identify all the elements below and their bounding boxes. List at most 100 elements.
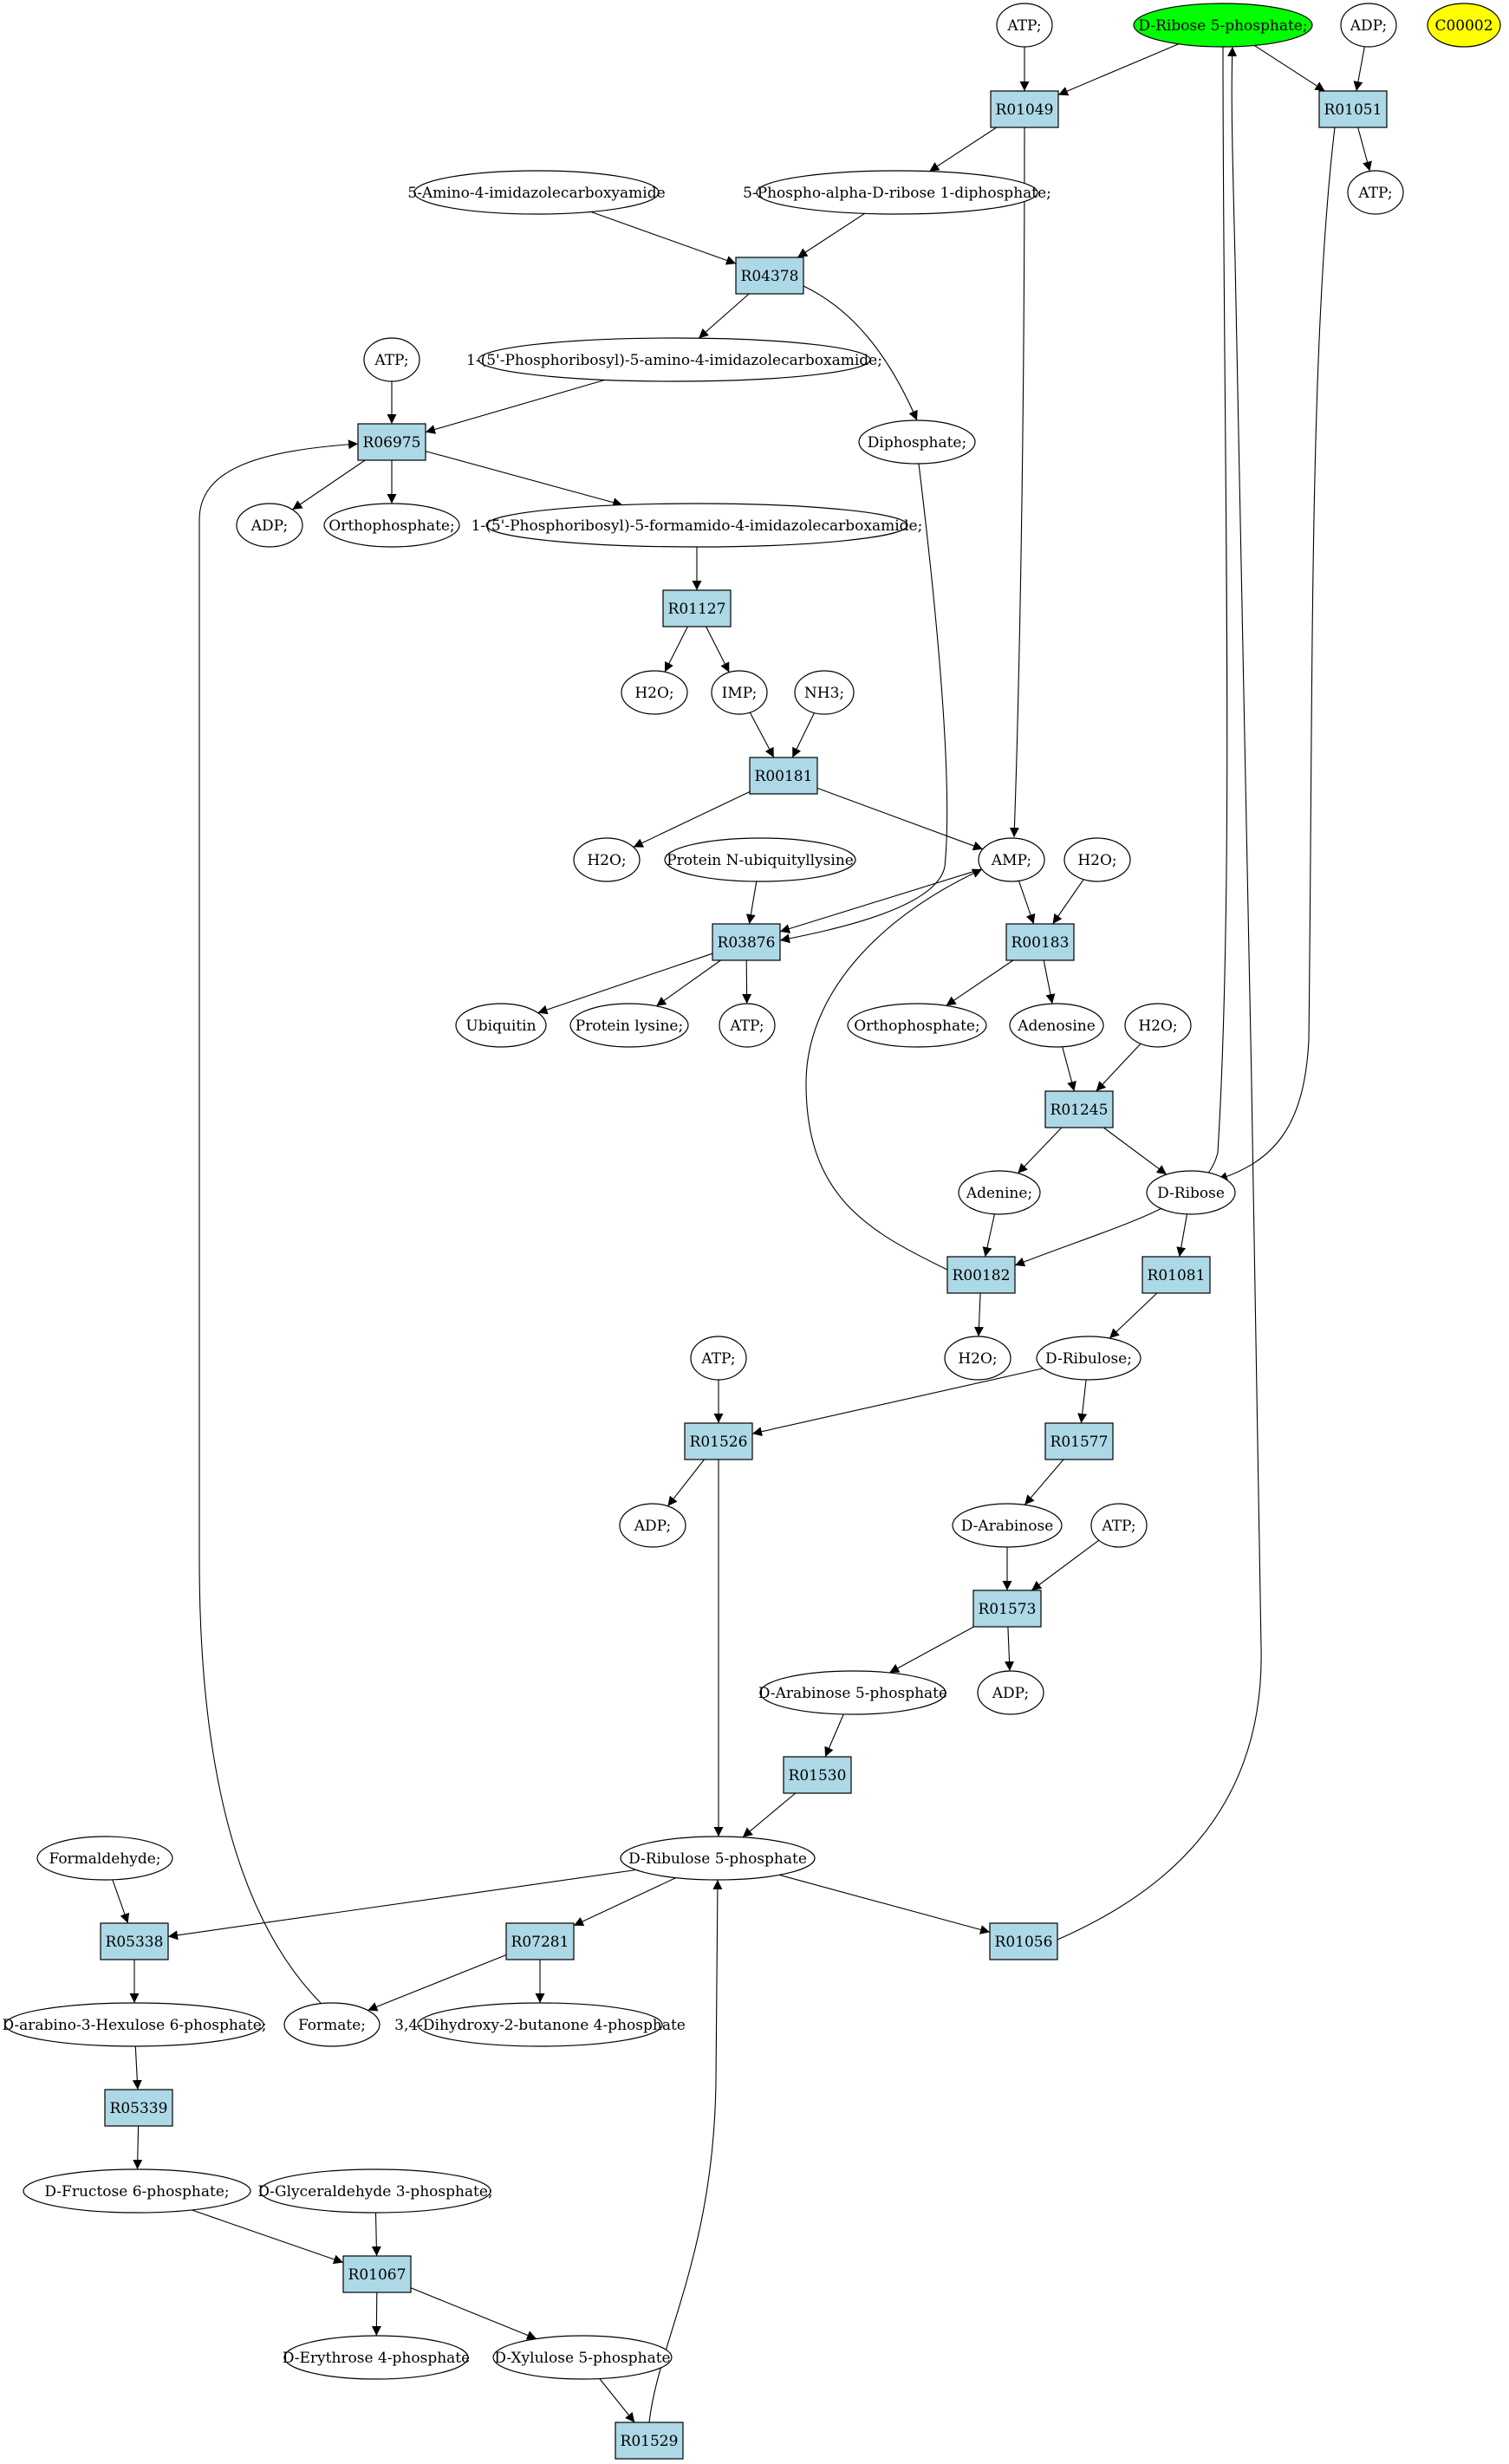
compound-node-protlys[interactable]: Protein lysine; xyxy=(569,1003,689,1048)
compound-node-e4p[interactable]: D-Erythrose 4-phosphate xyxy=(283,2335,470,2380)
node-label: R01081 xyxy=(1148,1267,1206,1284)
compound-node-adp_top[interactable]: ADP; xyxy=(1340,3,1397,48)
node-label: R05339 xyxy=(110,2100,168,2117)
compound-node-xu5p[interactable]: D-Xylulose 5-phosphate xyxy=(492,2335,673,2380)
compound-node-imp[interactable]: IMP; xyxy=(711,670,768,715)
edge-R01049-to-prpp xyxy=(928,127,998,172)
compound-node-prpp[interactable]: 5-Phospho-alpha-D-ribose 1-diphosphate; xyxy=(743,170,1051,215)
compound-node-g3p[interactable]: D-Glyceraldehyde 3-phosphate; xyxy=(257,2168,493,2214)
reaction-node-R05338[interactable]: R05338 xyxy=(100,1922,169,1960)
reaction-node-R01081[interactable]: R01081 xyxy=(1142,1256,1211,1294)
compound-node-atp_r01526[interactable]: ATP; xyxy=(690,1336,747,1381)
reaction-box xyxy=(342,2255,412,2293)
reaction-node-R01051[interactable]: R01051 xyxy=(1318,90,1388,128)
edge-nh3-to-R00181 xyxy=(791,712,815,758)
node-label: R01067 xyxy=(348,2266,407,2284)
compound-node-da5p[interactable]: D-Arabinose 5-phosphate xyxy=(758,1670,947,1715)
edge-R01081-to-dribulose xyxy=(1109,1292,1158,1339)
compound-node-ortho_r00183[interactable]: Orthophosphate; xyxy=(847,1003,987,1048)
reaction-box xyxy=(946,1256,1016,1294)
reaction-node-R01529[interactable]: R01529 xyxy=(615,2422,684,2460)
compound-node-adenine[interactable]: Adenine; xyxy=(958,1170,1041,1215)
compound-node-h2o_r00181[interactable]: H2O; xyxy=(573,837,641,882)
node-label: ATP; xyxy=(700,1350,735,1368)
edge-dribulose-to-R01577 xyxy=(1077,1379,1088,1424)
node-label: D-Fructose 6-phosphate; xyxy=(44,2183,229,2201)
compound-node-dribose[interactable]: D-Ribose xyxy=(1146,1170,1236,1215)
reaction-node-R00182[interactable]: R00182 xyxy=(946,1256,1016,1294)
reaction-node-R03876[interactable]: R03876 xyxy=(712,923,781,961)
compound-node-f6p[interactable]: D-Fructose 6-phosphate; xyxy=(23,2168,251,2214)
node-label: R04378 xyxy=(741,268,799,285)
compound-node-amp[interactable]: AMP; xyxy=(978,837,1045,882)
compound-node-ru5p[interactable]: D-Ribulose 5-phosphate xyxy=(620,1836,816,1881)
reaction-node-R07281[interactable]: R07281 xyxy=(505,1922,575,1960)
edge-R01067-to-e4p xyxy=(371,2292,381,2337)
node-label: C00002 xyxy=(1434,17,1493,35)
reaction-node-R00183[interactable]: R00183 xyxy=(1005,923,1075,961)
edge-R01049-to-amp xyxy=(1009,127,1025,838)
compound-ellipse xyxy=(283,2335,469,2380)
reaction-node-R01530[interactable]: R01530 xyxy=(783,1756,852,1794)
compound-node-h2o_amp[interactable]: H2O; xyxy=(1063,837,1131,882)
reaction-node-R01245[interactable]: R01245 xyxy=(1044,1090,1114,1128)
compound-node-h2o_r01245[interactable]: H2O; xyxy=(1124,1003,1192,1048)
compound-node-formate[interactable]: Formate; xyxy=(283,2002,381,2047)
compound-node-adenosine[interactable]: Adenosine xyxy=(1009,1003,1104,1048)
node-label: D-Arabinose 5-phosphate xyxy=(758,1685,947,1702)
compound-node-atp_r06975[interactable]: ATP; xyxy=(363,337,420,382)
node-label: 3,4-Dihydroxy-2-butanone 4-phosphate xyxy=(394,2017,686,2034)
reaction-node-R04378[interactable]: R04378 xyxy=(735,257,804,295)
compound-node-aica[interactable]: 5-Amino-4-imidazolecarboxyamide xyxy=(407,170,666,215)
compound-node-h2o_r01127[interactable]: H2O; xyxy=(621,670,688,715)
node-label: Diphosphate; xyxy=(868,434,966,452)
reaction-node-R01067[interactable]: R01067 xyxy=(342,2255,412,2293)
reaction-box xyxy=(989,1922,1058,1960)
compound-node-ortho_r06975[interactable]: Orthophosphate; xyxy=(323,503,460,548)
reaction-box xyxy=(1044,1422,1114,1460)
node-label: D-Ribulose; xyxy=(1045,1350,1132,1368)
compound-node-atp_r03876[interactable]: ATP; xyxy=(719,1003,776,1048)
compound-node-adp_r01526[interactable]: ADP; xyxy=(619,1503,686,1548)
compound-node-dribulose[interactable]: D-Ribulose; xyxy=(1036,1336,1142,1381)
compound-node-ubiquitin[interactable]: Ubiquitin xyxy=(455,1003,547,1048)
edge-amp-to-R03876 xyxy=(779,868,982,933)
compound-node-atp_r01573[interactable]: ATP; xyxy=(1090,1503,1148,1548)
compound-node-diphosphate[interactable]: Diphosphate; xyxy=(858,419,976,465)
reaction-node-R01056[interactable]: R01056 xyxy=(989,1922,1058,1960)
reaction-node-R00181[interactable]: R00181 xyxy=(749,757,818,795)
compound-node-atp_r01051[interactable]: ATP; xyxy=(1347,170,1404,215)
node-label: Ubiquitin xyxy=(465,1017,536,1035)
compound-node-faicar[interactable]: 1-(5'-Phosphoribosyl)-5-formamido-4-imid… xyxy=(472,503,923,548)
reaction-node-R01577[interactable]: R01577 xyxy=(1044,1422,1114,1460)
compound-node-adp_r06975[interactable]: ADP; xyxy=(236,503,303,548)
edge-h2o_r01245-to-R01245 xyxy=(1096,1043,1142,1092)
reaction-node-R01049[interactable]: R01049 xyxy=(990,90,1059,128)
edge-R06975-to-faicar xyxy=(425,451,623,508)
compound-node-r5p[interactable]: D-Ribose 5-phosphate; xyxy=(1133,3,1313,48)
edge-R01127-to-imp xyxy=(706,626,730,673)
reaction-box xyxy=(357,423,426,461)
reaction-box xyxy=(662,589,732,627)
compound-ellipse xyxy=(485,503,908,548)
compound-node-h2o_r00182[interactable]: H2O; xyxy=(944,1336,1011,1381)
reaction-node-R05339[interactable]: R05339 xyxy=(104,2089,173,2127)
reaction-node-R01127[interactable]: R01127 xyxy=(662,589,732,627)
compound-node-darabinose[interactable]: D-Arabinose xyxy=(952,1503,1063,1548)
reaction-node-R06975[interactable]: R06975 xyxy=(357,423,426,461)
node-label: R01056 xyxy=(995,1934,1053,1951)
edge-R01530-to-ru5p xyxy=(742,1792,797,1838)
reaction-node-R01573[interactable]: R01573 xyxy=(972,1590,1042,1628)
compound-node-protn[interactable]: Protein N-ubiquityllysine xyxy=(664,837,856,882)
compound-node-nh3[interactable]: NH3; xyxy=(794,670,855,715)
compound-node-hexulose[interactable]: D-arabino-3-Hexulose 6-phosphate; xyxy=(2,2002,267,2047)
compound-node-aicar[interactable]: 1-(5'-Phosphoribosyl)-5-amino-4-imidazol… xyxy=(466,337,882,382)
compound-node-adp_r01573[interactable]: ADP; xyxy=(977,1670,1044,1715)
reaction-node-R01526[interactable]: R01526 xyxy=(684,1422,753,1460)
edge-R00182-to-h2o_r00182 xyxy=(973,1292,984,1337)
compound-node-dhbp[interactable]: 3,4-Dihydroxy-2-butanone 4-phosphate xyxy=(394,2002,686,2047)
compound-node-formaldehyde[interactable]: Formaldehyde; xyxy=(36,1836,173,1881)
node-label: IMP; xyxy=(722,685,758,702)
compound-node-c00002[interactable]: C00002 xyxy=(1427,3,1501,48)
compound-node-atp_top[interactable]: ATP; xyxy=(996,3,1053,48)
